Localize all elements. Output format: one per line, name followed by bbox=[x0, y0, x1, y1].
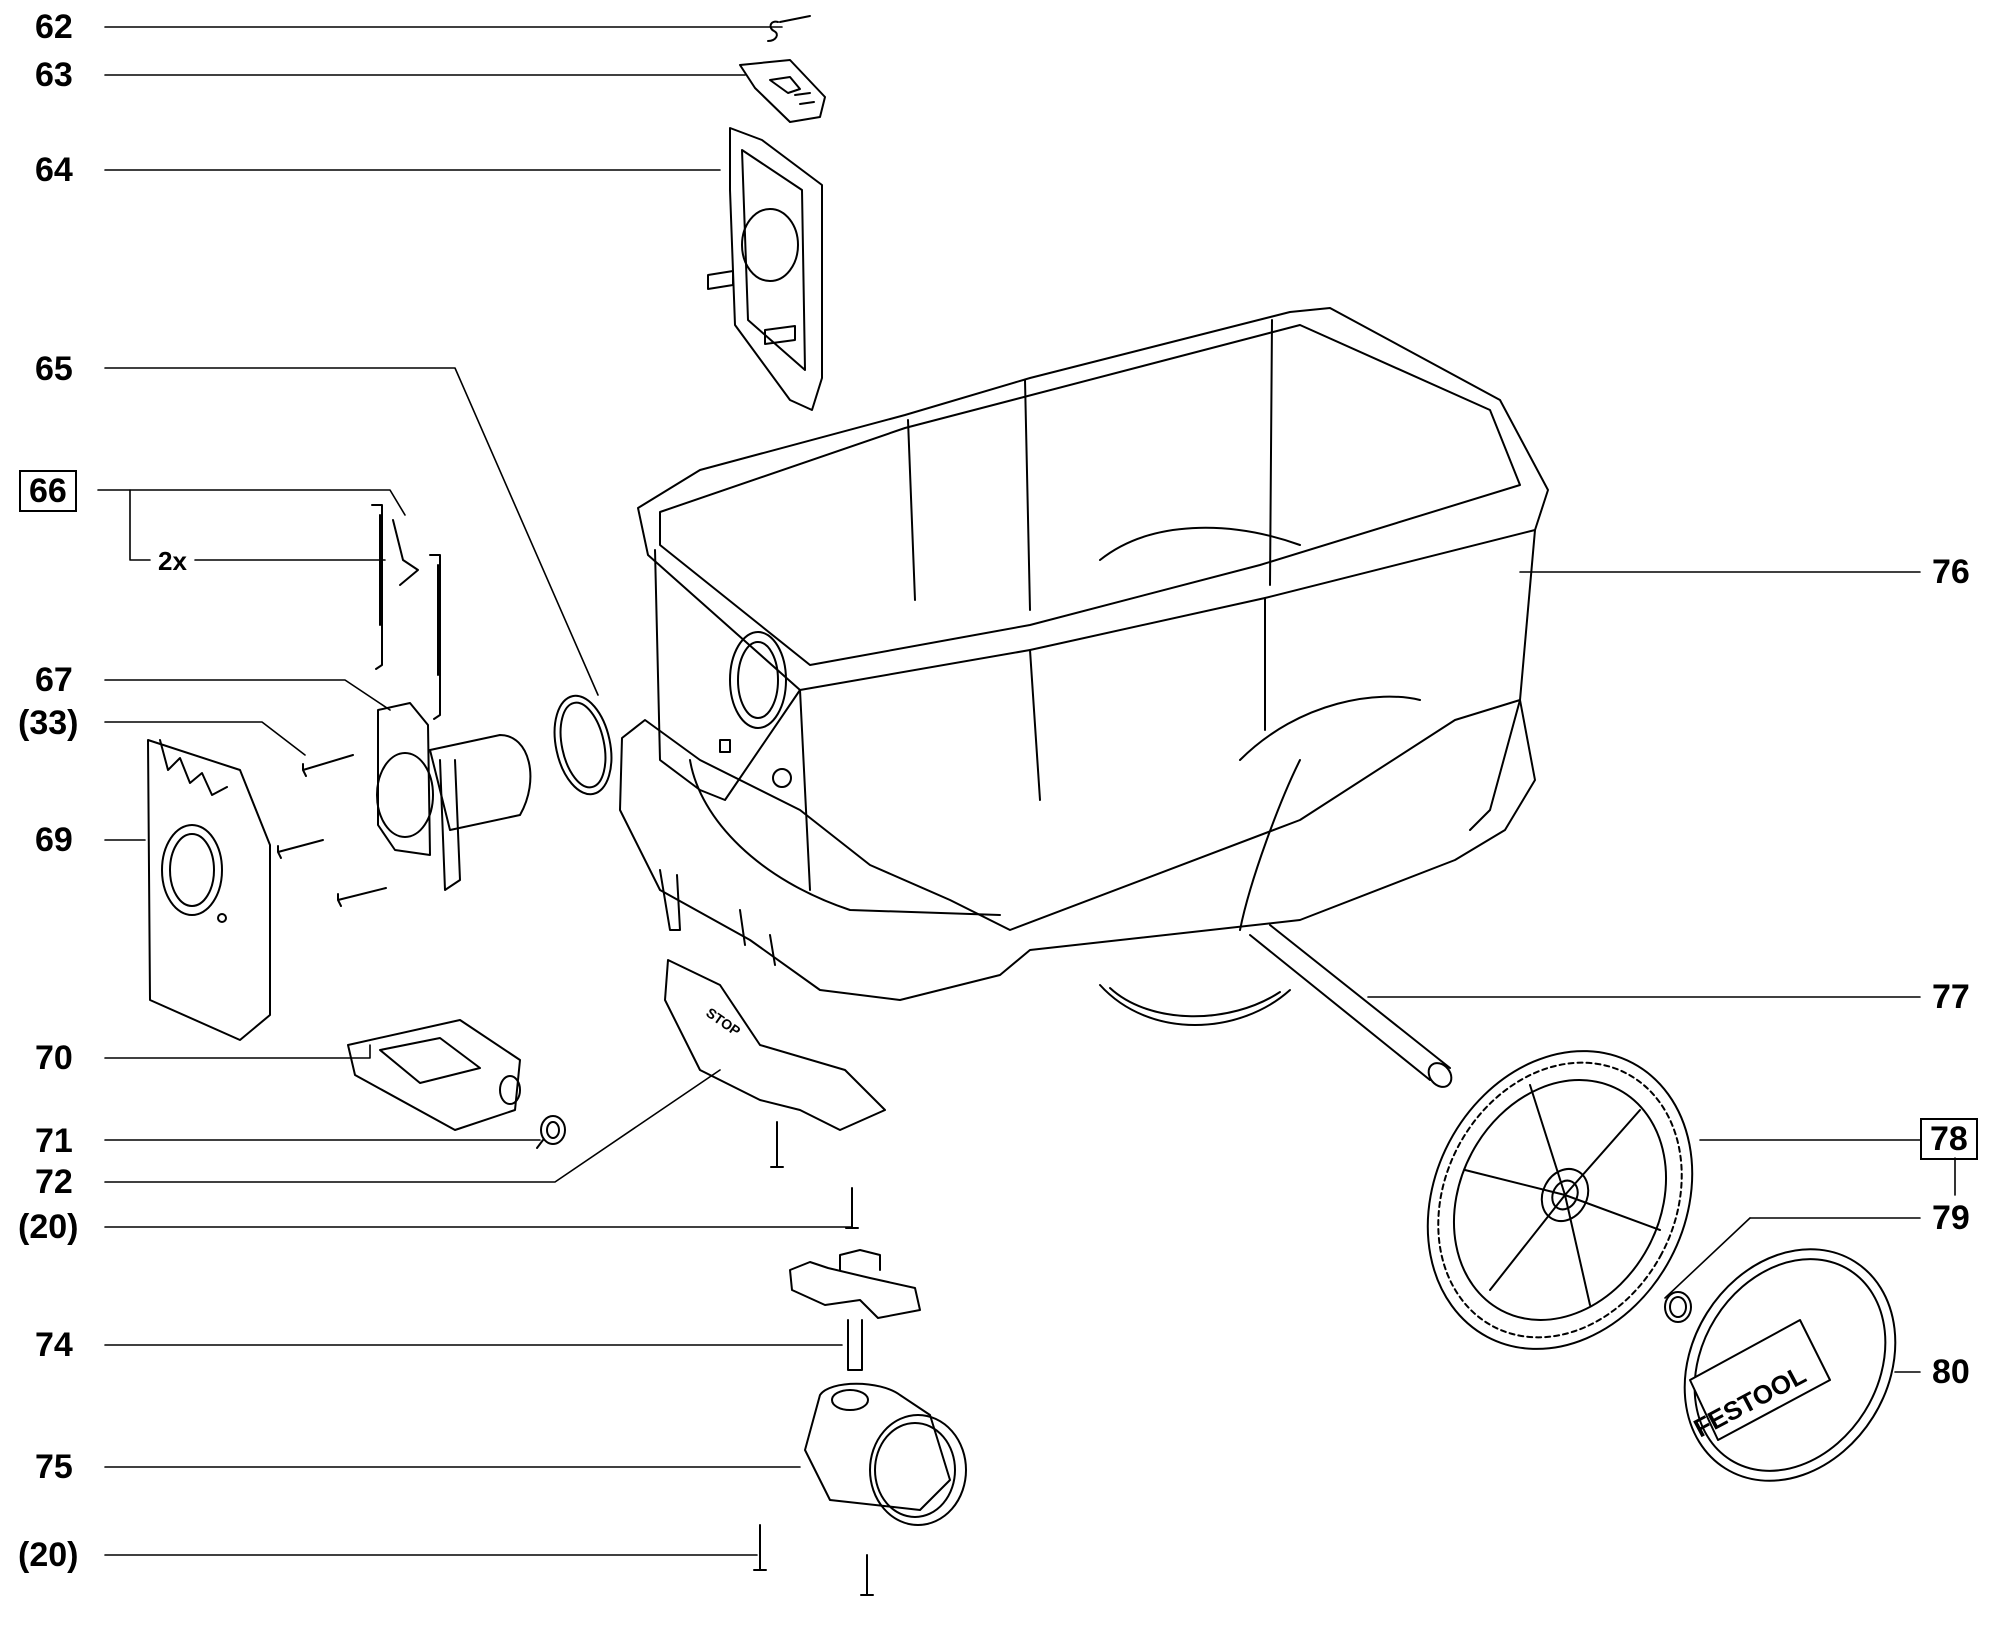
part-20-pins bbox=[753, 1121, 874, 1596]
part-70-latch bbox=[347, 1019, 521, 1131]
part-80-hubcap: FESTOOL bbox=[1683, 1248, 1897, 1482]
leader-lines-right bbox=[1367, 571, 1956, 1373]
part-67-valve bbox=[376, 702, 532, 891]
label-79: 79 bbox=[1932, 1199, 1970, 1237]
part-69-cover bbox=[147, 739, 271, 1041]
label-75: 75 bbox=[35, 1448, 73, 1486]
part-76-base bbox=[619, 695, 1536, 1001]
part-71-spring bbox=[536, 1115, 566, 1149]
part-76-container bbox=[637, 307, 1549, 891]
label-62: 62 bbox=[35, 8, 73, 46]
part-76-rear-wheel bbox=[1099, 984, 1291, 1026]
label-72: 72 bbox=[35, 1163, 73, 1201]
part-79-ring bbox=[1664, 1291, 1692, 1323]
part-66-springs bbox=[371, 504, 441, 720]
part-62-clip bbox=[767, 15, 811, 42]
label-20-lower: (20) bbox=[18, 1536, 79, 1574]
part-78-wheel bbox=[1426, 1050, 1694, 1350]
part-63-plate bbox=[739, 59, 826, 123]
label-80: 80 bbox=[1932, 1353, 1970, 1391]
part-64-bracket bbox=[707, 127, 823, 411]
label-66-quantity: 2x bbox=[158, 546, 187, 576]
label-77: 77 bbox=[1932, 978, 1970, 1016]
leader-lines-left bbox=[97, 26, 853, 1556]
part-77-axle bbox=[1249, 924, 1453, 1088]
part-74-caster-mount bbox=[789, 1249, 921, 1371]
label-78: 78 bbox=[1920, 1118, 1978, 1160]
label-65: 65 bbox=[35, 350, 73, 388]
label-67: 67 bbox=[35, 661, 73, 699]
part-33-screws bbox=[277, 754, 387, 907]
label-20-upper: (20) bbox=[18, 1208, 79, 1246]
label-33: (33) bbox=[18, 704, 79, 742]
part-75-caster bbox=[804, 1382, 967, 1526]
part-72-pedal: STOP bbox=[664, 959, 886, 1131]
label-63: 63 bbox=[35, 56, 73, 94]
part-65-seal-ring bbox=[553, 694, 613, 796]
label-74: 74 bbox=[35, 1326, 73, 1364]
label-66: 66 bbox=[19, 470, 77, 512]
label-71: 71 bbox=[35, 1122, 73, 1160]
label-70: 70 bbox=[35, 1039, 73, 1077]
label-64: 64 bbox=[35, 151, 73, 189]
label-69: 69 bbox=[35, 821, 73, 859]
label-76: 76 bbox=[1932, 553, 1970, 591]
